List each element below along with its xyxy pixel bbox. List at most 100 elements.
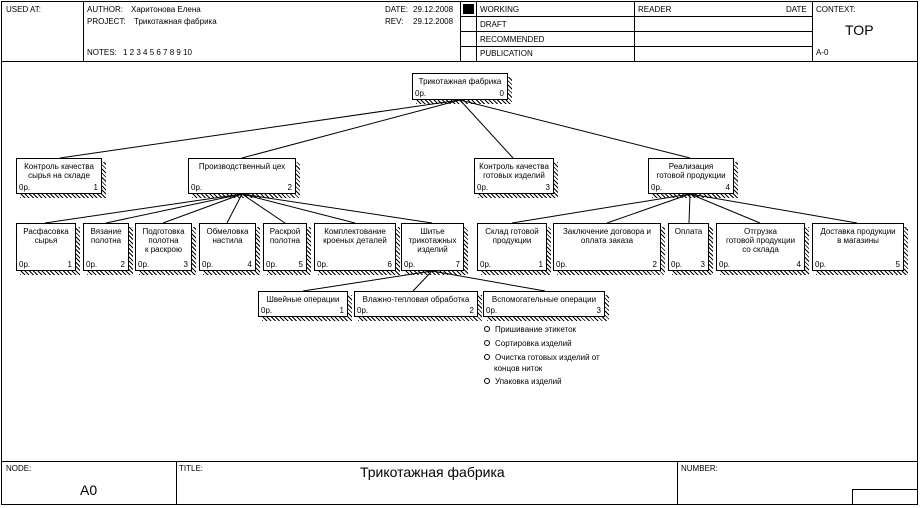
activity-label: Обмеловка настила (206, 227, 249, 245)
aux-op-item: Пришивание этикеток (484, 325, 576, 335)
status-recommended: RECOMMENDED (480, 35, 545, 44)
date-label: DATE: (385, 5, 408, 14)
node-value: A0 (80, 482, 98, 498)
activity-cost: 0р. (266, 260, 278, 269)
activity-cost: 0р. (261, 306, 273, 315)
aux-op-item-cont: концов ниток (494, 364, 543, 373)
activity-label: Производственный цех (198, 162, 286, 171)
activity-box-n4[interactable]: Реализация готовой продукции 0р. 4 (648, 158, 734, 194)
activity-box-n25[interactable]: Раскрой полотна 0р. 5 (263, 223, 307, 271)
activity-cost: 0р. (480, 260, 492, 269)
activity-number: 1 (339, 306, 344, 315)
activity-cost: 0р. (86, 260, 98, 269)
activity-cost: 0р. (651, 183, 663, 192)
author-label: AUTHOR: (87, 5, 123, 14)
aux-op-item: Упаковка изделий (484, 377, 562, 387)
node-label: NODE: (6, 464, 32, 473)
footer-small-box (852, 489, 918, 505)
status-publication: PUBLICATION (480, 49, 533, 58)
activity-box-n23[interactable]: Подготовка полотна к раскрою 0р. 3 (135, 223, 192, 271)
activity-box-n45[interactable]: Доставка продукции в магазины 0р. 5 (812, 223, 904, 271)
activity-number: 3 (183, 260, 188, 269)
activity-number: 2 (120, 260, 125, 269)
activity-number: 4 (796, 260, 801, 269)
activity-box-n24[interactable]: Обмеловка настила 0р. 4 (199, 223, 256, 271)
activity-label: Контроль качества готовых изделий (479, 162, 549, 180)
activity-cost: 0р. (19, 260, 31, 269)
activity-label: Заключение договора и оплата заказа (562, 227, 652, 245)
activity-number: 4 (247, 260, 252, 269)
activity-cost: 0р. (202, 260, 214, 269)
activity-label: Вспомогательные операции (491, 295, 597, 304)
activity-cost: 0р. (719, 260, 731, 269)
context-value: TOP (845, 22, 874, 38)
activity-number: 0 (499, 89, 504, 98)
title-value: Трикотажная фабрика (360, 464, 505, 480)
reader-date-label: DATE (786, 5, 807, 14)
activity-number: 1 (67, 260, 72, 269)
activity-label: Швейные операции (266, 295, 340, 304)
activity-label: Раскрой полотна (269, 227, 301, 245)
author-value: Харитонова Елена (131, 5, 201, 14)
reader-label: READER (638, 5, 672, 14)
activity-cost: 0р. (415, 89, 427, 98)
activity-cost: 0р. (486, 306, 498, 315)
rev-label: REV: (385, 17, 404, 26)
activity-label: Оплата (674, 227, 703, 236)
used-at-label: USED AT: (6, 5, 41, 14)
activity-number: 5 (895, 260, 900, 269)
activity-number: 1 (538, 260, 543, 269)
activity-box-n42[interactable]: Заключение договора и оплата заказа 0р. 2 (553, 223, 661, 271)
activity-box-n272[interactable]: Влажно-тепловая обработка 0р. 2 (354, 291, 478, 317)
activity-label: Доставка продукции в магазины (820, 227, 896, 245)
notes-label: NOTES: (87, 48, 117, 57)
activity-label: Склад готовой продукции (485, 227, 539, 245)
activity-cost: 0р. (317, 260, 329, 269)
activity-number: 6 (387, 260, 392, 269)
activity-label: Реализация готовой продукции (656, 162, 726, 180)
activity-cost: 0р. (357, 306, 369, 315)
activity-number: 3 (700, 260, 705, 269)
activity-cost: 0р. (556, 260, 568, 269)
activity-cost: 0р. (815, 260, 827, 269)
activity-cost: 0р. (404, 260, 416, 269)
status-working: WORKING (480, 5, 520, 14)
activity-label: Подготовка полотна к раскрою (142, 227, 185, 254)
activity-label: Влажно-тепловая обработка (362, 295, 470, 304)
project-value: Трикотажная фабрика (134, 17, 217, 26)
activity-box-n22[interactable]: Вязание полотна 0р. 2 (83, 223, 129, 271)
activity-label: Вязание полотна (90, 227, 122, 245)
activity-box-n271[interactable]: Швейные операции 0р. 1 (258, 291, 348, 317)
date-value: 29.12.2008 (413, 5, 454, 14)
activity-number: 1 (93, 183, 98, 192)
notes-value: 1 2 3 4 5 6 7 8 9 10 (123, 48, 192, 57)
activity-label: Расфасовка сырья (23, 227, 69, 245)
activity-cost: 0р. (138, 260, 150, 269)
number-label: NUMBER: (681, 464, 718, 473)
status-draft: DRAFT (480, 20, 507, 29)
activity-cost: 0р. (191, 183, 203, 192)
aux-op-item: Очистка готовых изделий от (484, 353, 600, 363)
context-node: A-0 (816, 48, 829, 57)
activity-box-n21[interactable]: Расфасовка сырья 0р. 1 (16, 223, 76, 271)
activity-number: 3 (545, 183, 550, 192)
activity-label: Шитье трикотажных изделий (408, 227, 457, 254)
activity-number: 4 (725, 183, 730, 192)
activity-number: 5 (298, 260, 303, 269)
working-marker (463, 4, 474, 14)
activity-number: 2 (469, 306, 474, 315)
activity-number: 2 (652, 260, 657, 269)
activity-label: Комплектование кроеных деталей (323, 227, 387, 245)
activity-box-n26[interactable]: Комплектование кроеных деталей 0р. 6 (314, 223, 396, 271)
activity-box-n41[interactable]: Склад готовой продукции 0р. 1 (477, 223, 547, 271)
